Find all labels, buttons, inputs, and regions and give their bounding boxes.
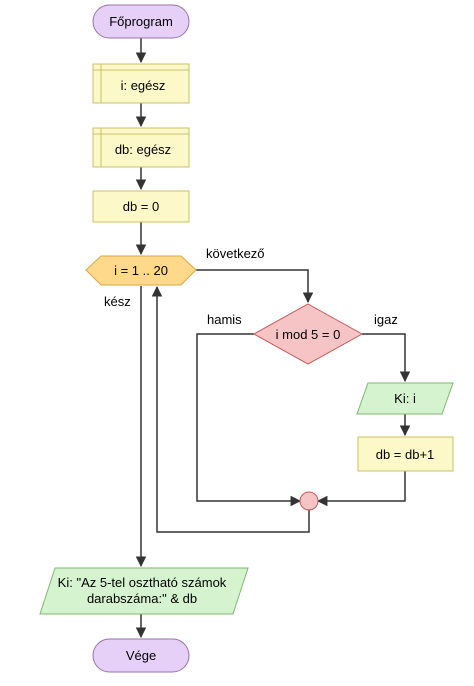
increment-db-label: db = db+1 xyxy=(376,447,435,462)
edge-decision-false-to-connector xyxy=(196,333,302,507)
declaration-db-label: db: egész xyxy=(115,142,171,157)
output-i-shape xyxy=(356,382,454,415)
decision-node: i mod 5 = 0 xyxy=(252,303,364,365)
edge-connector-back-to-loop xyxy=(151,285,310,533)
merge-connector xyxy=(299,491,319,511)
edge-loop-next-to-decision xyxy=(196,269,314,304)
edge-label-done: kész xyxy=(104,294,131,309)
decision-shape xyxy=(252,303,364,365)
final-output-shape xyxy=(39,567,249,615)
end-terminal: Vége xyxy=(92,638,190,673)
start-terminal-label: Főprogram xyxy=(109,14,173,29)
declaration-i: i: egész xyxy=(92,63,190,104)
declaration-i-label: i: egész xyxy=(121,78,166,93)
assignment-db-label: db = 0 xyxy=(123,199,160,214)
loop-label: i = 1 .. 20 xyxy=(114,263,168,278)
start-terminal-shape xyxy=(92,4,190,39)
edge-label-next: következő xyxy=(206,246,265,261)
edge-label-true: igaz xyxy=(374,312,398,327)
assignment-db-shape xyxy=(92,190,190,223)
loop-node: i = 1 .. 20 xyxy=(85,255,197,286)
edge-increment-to-connector xyxy=(316,471,406,507)
final-output-label-line2: darabszáma:" & db xyxy=(87,591,197,606)
final-output: Ki: "Az 5-tel osztható számok darabszáma… xyxy=(39,567,249,615)
assignment-db: db = 0 xyxy=(92,190,190,223)
end-terminal-label: Vége xyxy=(126,648,156,663)
increment-db-shape xyxy=(357,436,454,472)
start-terminal: Főprogram xyxy=(92,4,190,39)
edges xyxy=(135,38,411,639)
edge-label-false: hamis xyxy=(207,312,242,327)
declaration-db: db: egész xyxy=(92,127,190,168)
end-terminal-shape xyxy=(92,638,190,673)
final-output-label-line1: Ki: "Az 5-tel osztható számok xyxy=(58,575,227,590)
output-i-label: Ki: i xyxy=(394,391,416,406)
increment-db: db = db+1 xyxy=(357,436,454,472)
loop-shape xyxy=(85,255,197,286)
decision-label: i mod 5 = 0 xyxy=(276,327,341,342)
edge-decision-true-to-output-i xyxy=(362,333,411,383)
output-i: Ki: i xyxy=(356,382,454,415)
